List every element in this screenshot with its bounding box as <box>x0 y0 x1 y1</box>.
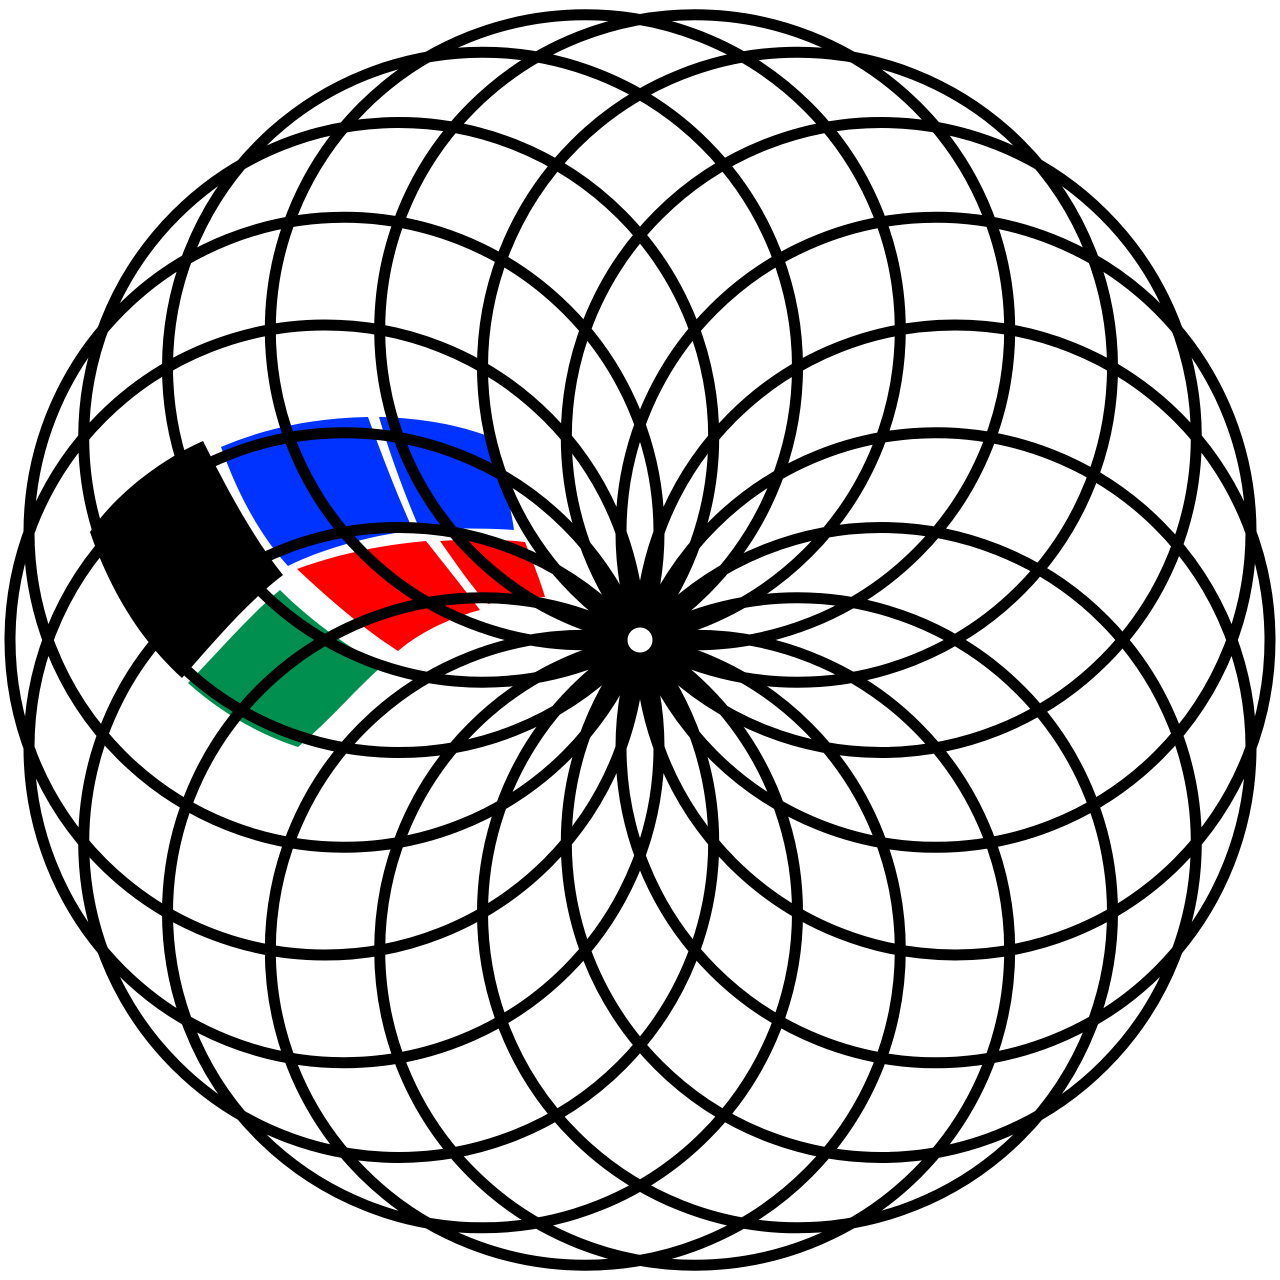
rose-circle-13 <box>477 592 1118 1234</box>
rose-circle-16 <box>162 592 803 1234</box>
rose-circle-12 <box>560 521 1202 1163</box>
rose-circle-18 <box>23 427 665 1069</box>
circle-outlines <box>4 9 1276 1271</box>
center-hole <box>618 618 662 662</box>
rose-circle-14 <box>374 629 1016 1271</box>
rose-circle-11 <box>615 427 1257 1069</box>
red-cell-outer <box>297 541 480 651</box>
rose-circle-15 <box>264 629 906 1271</box>
rose-circle-17 <box>78 521 720 1163</box>
